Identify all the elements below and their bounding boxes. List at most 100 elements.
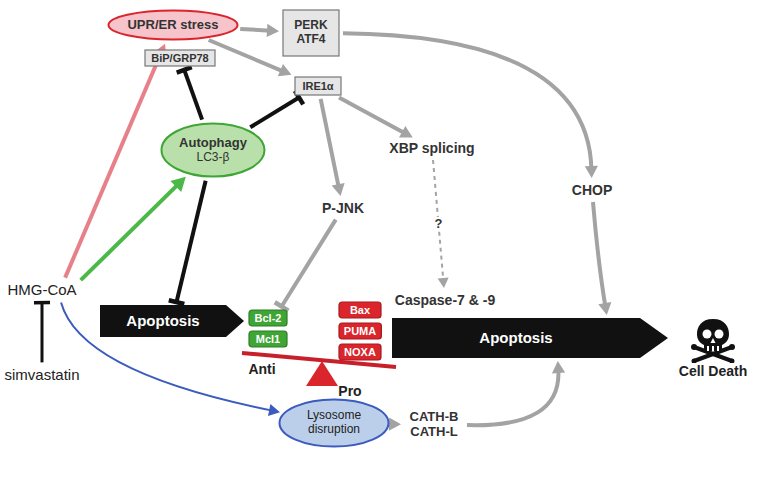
- arrowheads: [169, 300, 185, 304]
- node-text: simvastatin: [4, 366, 79, 383]
- connector: [433, 160, 449, 288]
- box-shape: [339, 302, 381, 318]
- node-text: BiP/GRP78: [151, 52, 208, 65]
- connector: [240, 24, 279, 37]
- box-shape: [339, 323, 381, 339]
- node-text: PERK ATF4: [289, 19, 333, 47]
- node-text: Cell Death: [679, 363, 747, 379]
- arrow-band-shape: [392, 318, 668, 358]
- connector-line: [250, 98, 299, 128]
- arrowheads: [268, 404, 280, 416]
- node-text: Mcl1: [256, 333, 280, 346]
- scale-side-label: Anti: [248, 362, 275, 377]
- node-text: Apoptosis: [126, 312, 199, 329]
- box-shape: [145, 50, 215, 66]
- connector-line: [209, 40, 284, 72]
- ellipse-shape: [162, 124, 265, 177]
- connector-line: [282, 220, 336, 307]
- enzyme-label: HMG-CoA: [5, 280, 78, 299]
- arrowheads: [278, 64, 292, 76]
- connector: [321, 99, 345, 196]
- arrowhead: [170, 177, 185, 192]
- arrowheads: [399, 126, 413, 138]
- node-text: PUMA: [344, 325, 376, 338]
- arrowheads: [170, 177, 185, 192]
- arrowhead: [332, 183, 345, 196]
- arrow-band-shape: [100, 305, 244, 337]
- node-text: Apoptosis: [479, 329, 552, 346]
- pro-apoptotic-box: Bax: [338, 301, 382, 319]
- node-text: XBP splicing: [389, 140, 474, 156]
- connector-line: [61, 303, 272, 411]
- connector: [467, 361, 565, 425]
- arrowhead: [598, 302, 611, 315]
- pro-apoptotic-box: PUMA: [338, 322, 382, 340]
- box-shape: [283, 10, 339, 56]
- box-shape: [249, 331, 287, 347]
- node-text: Caspase-7 & -9: [395, 292, 495, 308]
- drug-label: simvastatin: [2, 365, 81, 384]
- arrowheads: [552, 361, 565, 373]
- connector: [169, 181, 206, 304]
- node-text: CHOP: [572, 182, 612, 198]
- arrowhead: [399, 126, 413, 138]
- stress-ellipse: UPR/ER stress: [107, 9, 239, 41]
- anti-apoptotic-box: Mcl1: [248, 330, 288, 348]
- skull-icon: [690, 317, 736, 363]
- box-shape: [339, 344, 381, 360]
- arrowhead: [268, 404, 280, 416]
- connector-line: [321, 99, 339, 188]
- arrowheads: [389, 418, 401, 431]
- node-text: Bcl-2: [255, 312, 282, 325]
- connector-line: [467, 369, 558, 425]
- node-text: UPR/ER stress: [127, 18, 218, 33]
- scale-side-label: Pro: [338, 384, 361, 399]
- node-text: IRE1α: [302, 80, 333, 93]
- arrowheads: [438, 278, 449, 288]
- cell-death-symbol: Cell Death: [673, 306, 753, 390]
- anti-apoptotic-box: Bcl-2: [248, 309, 288, 327]
- autophagy-ellipse: AutophagyLC3-β: [160, 122, 266, 178]
- connector-line: [240, 29, 270, 31]
- connector: [343, 33, 598, 178]
- connector: [339, 97, 413, 137]
- connector-line: [81, 184, 179, 281]
- pathway-arrow: Apoptosis: [100, 305, 244, 337]
- connector-line: [65, 53, 161, 278]
- connector: [389, 418, 401, 431]
- arrowheads: [598, 302, 611, 315]
- process-box: PERK ATF4: [282, 9, 340, 57]
- connector: [34, 303, 50, 363]
- protease-label: CATH-B CATH-L: [404, 409, 464, 441]
- node-subtext: LC3-β: [197, 151, 230, 165]
- connector-line: [343, 33, 591, 169]
- arrowhead: [585, 166, 598, 178]
- lysosome-ellipse: Lysosome disruption: [278, 398, 390, 448]
- node-text: Autophagy: [179, 136, 247, 151]
- inhibition-bar: [34, 301, 50, 305]
- inhibition-bar: [177, 67, 192, 72]
- connector-line: [184, 70, 202, 120]
- connector-line: [177, 181, 206, 302]
- connector: [81, 177, 186, 280]
- connector: [275, 220, 336, 311]
- node-text: HMG-CoA: [7, 281, 76, 298]
- process-label: XBP splicing: [387, 139, 476, 157]
- arrowheads: [177, 67, 192, 72]
- arrowhead: [389, 418, 401, 431]
- box-shape: [295, 77, 341, 95]
- protein-box: IRE1α: [294, 76, 342, 96]
- arrowheads: [332, 183, 345, 196]
- edge-label: ?: [433, 217, 445, 231]
- node-text: Lysosome disruption: [298, 409, 370, 437]
- connector: [209, 40, 292, 76]
- box-shape: [249, 310, 287, 326]
- pro-apoptotic-box: NOXA: [338, 343, 382, 361]
- process-label: P-JNK: [320, 199, 366, 217]
- node-text: Bax: [350, 304, 370, 317]
- protein-box: BiP/GRP78: [144, 49, 216, 67]
- connector: [61, 303, 280, 416]
- connector: [65, 44, 166, 278]
- inhibition-bar: [169, 300, 185, 304]
